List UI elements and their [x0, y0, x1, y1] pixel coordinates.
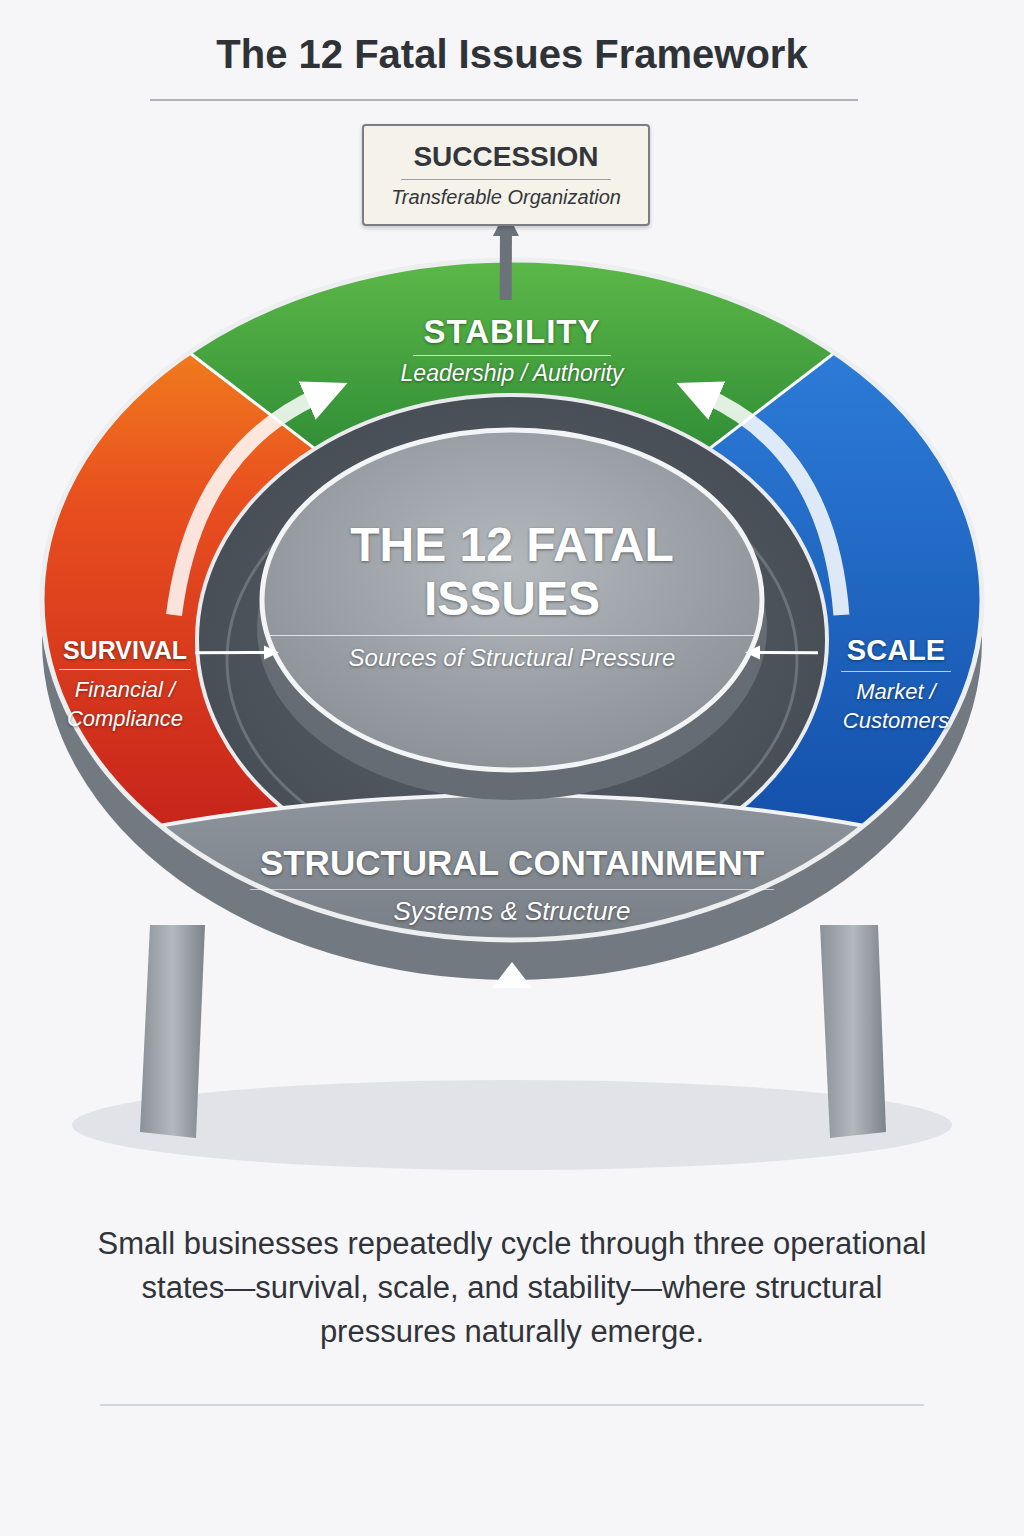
scale-label: SCALEMarket / Customers	[818, 615, 974, 755]
support-beam	[499, 990, 502, 1100]
node-heading: STRUCTURAL CONTAINMENT	[250, 843, 774, 890]
node-heading: SUCCESSION	[401, 141, 610, 180]
diagram-title: The 12 Fatal Issues Framework	[0, 32, 1024, 77]
node-heading: STABILITY	[413, 313, 610, 356]
node-heading: SCALE	[841, 634, 951, 672]
diagram-caption: Small businesses repeatedly cycle throug…	[92, 1222, 932, 1354]
node-subtitle: Systems & Structure	[394, 890, 631, 927]
flow-arrow	[195, 651, 270, 654]
node-subtitle: Sources of Structural Pressure	[349, 636, 676, 672]
node-subtitle: Leadership / Authority	[401, 356, 624, 387]
flow-arrow	[500, 226, 512, 300]
survival-label: SURVIVALFinancial / Compliance	[55, 615, 195, 755]
succession-box: SUCCESSIONTransferable Organization	[362, 124, 650, 226]
pedestal-leg	[820, 925, 886, 1138]
support-beam	[523, 990, 526, 1100]
flow-arrow	[174, 395, 320, 615]
node-subtitle: Transferable Organization	[391, 180, 621, 209]
node-heading: THE 12 FATAL ISSUES	[270, 518, 754, 637]
support-beam	[510, 990, 514, 1100]
title-rule	[150, 99, 858, 101]
pedestal-top	[0, 160, 1024, 1000]
flow-arrow	[754, 651, 818, 654]
caption-rule	[100, 1404, 924, 1406]
flow-arrow	[704, 395, 841, 615]
support-arrowhead	[492, 962, 532, 988]
node-subtitle: Market / Customers	[818, 672, 974, 735]
containment-label: STRUCTURAL CONTAINMENTSystems & Structur…	[190, 830, 834, 940]
pedestal-leg	[140, 925, 205, 1138]
fatal-issues-core: THE 12 FATAL ISSUESSources of Structural…	[270, 470, 754, 720]
node-subtitle: Financial / Compliance	[55, 670, 195, 733]
stability-label: STABILITYLeadership / Authority	[320, 300, 704, 400]
pedestal-edge	[42, 260, 982, 940]
node-heading: SURVIVAL	[59, 636, 191, 670]
containment-band	[0, 795, 1024, 1000]
center-disk	[262, 430, 762, 770]
